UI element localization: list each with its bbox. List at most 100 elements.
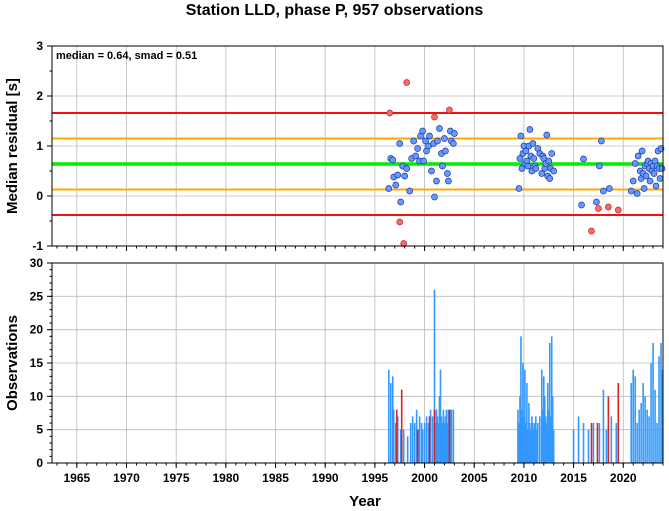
observations-y-tick-label: 0 xyxy=(36,456,43,470)
residual-point xyxy=(548,150,556,157)
stats-annotation: median = 0.64, smad = 0.51 xyxy=(56,50,197,62)
residual-point xyxy=(606,185,613,192)
residual-point xyxy=(394,171,402,179)
residual-point xyxy=(420,157,427,165)
residual-point xyxy=(596,162,603,170)
outlier-point xyxy=(446,106,453,114)
observations-grid xyxy=(52,262,663,464)
x-tick-label: 1975 xyxy=(163,471,190,485)
outlier-point xyxy=(595,205,602,212)
x-tick-label: 1970 xyxy=(113,471,140,485)
reference-lines xyxy=(52,112,663,216)
residual-y-tick-label: 3 xyxy=(36,39,43,53)
residual-point xyxy=(634,152,642,160)
residual-y-tick-label: 0 xyxy=(36,189,43,203)
residual-point xyxy=(431,193,438,201)
outlier-point xyxy=(588,227,595,235)
residual-point xyxy=(436,125,443,132)
outlier-point xyxy=(605,203,612,211)
residual-point xyxy=(543,131,551,139)
residual-point xyxy=(422,137,429,145)
residual-point xyxy=(412,152,419,160)
residual-point xyxy=(414,145,421,152)
residual-point xyxy=(658,165,666,172)
observations-y-tick-label: 25 xyxy=(30,289,44,303)
residual-point xyxy=(550,167,558,175)
residual-point xyxy=(397,198,405,206)
observations-y-tick-label: 20 xyxy=(30,323,44,337)
residual-point xyxy=(396,140,404,147)
observations-y-tick-label: 10 xyxy=(30,389,44,403)
residual-ylabel: Median residual [s] xyxy=(4,78,21,214)
residual-point xyxy=(580,155,587,163)
x-tick-label: 1980 xyxy=(213,471,240,485)
residual-point xyxy=(515,185,523,192)
observations-y-tick-label: 5 xyxy=(36,423,43,437)
x-tick-label: 2015 xyxy=(560,471,587,485)
residual-point xyxy=(522,147,530,155)
residual-point xyxy=(410,137,417,145)
residual-point xyxy=(406,187,414,195)
residual-point xyxy=(627,187,635,195)
residual-point xyxy=(545,157,553,165)
x-tick-label: 1995 xyxy=(362,471,389,485)
residual-point xyxy=(450,140,457,147)
residual-point xyxy=(538,170,546,177)
chart-title: Station LLD, phase P, 957 observations xyxy=(185,2,484,19)
residual-point xyxy=(629,177,637,185)
observations-y-tick-label: 30 xyxy=(30,256,44,270)
x-tick-label: 1965 xyxy=(63,471,90,485)
residual-point xyxy=(546,175,554,182)
residual-point xyxy=(445,177,452,185)
residual-point xyxy=(428,167,435,175)
residual-y-tick-label: -1 xyxy=(32,239,43,253)
x-tick-label: 1990 xyxy=(312,471,339,485)
x-tick-label: 2000 xyxy=(411,471,438,485)
residual-point xyxy=(419,127,426,135)
outlier-point xyxy=(614,206,622,214)
residual-point xyxy=(524,162,532,170)
observation-bars xyxy=(387,289,664,463)
residual-point xyxy=(441,135,448,142)
residual-point xyxy=(650,170,658,177)
x-tick-label: 2010 xyxy=(511,471,538,485)
residual-point xyxy=(403,165,411,172)
residual-point xyxy=(516,155,524,162)
residual-point xyxy=(600,187,607,195)
residual-point xyxy=(442,147,449,155)
x-tick-label: 2020 xyxy=(610,471,637,485)
observations-y-tick-label: 15 xyxy=(30,356,44,370)
residual-point xyxy=(656,175,664,182)
residual-y-tick-label: 1 xyxy=(36,139,43,153)
outlier-point xyxy=(431,113,438,121)
residual-point xyxy=(517,132,525,140)
residual-point xyxy=(532,165,540,172)
x-tick-label: 2005 xyxy=(461,471,488,485)
residual-point xyxy=(530,155,538,162)
residual-point xyxy=(385,185,393,192)
residual-y-tick-label: 2 xyxy=(36,89,43,103)
residual-point xyxy=(640,185,648,192)
outlier-point xyxy=(403,79,411,86)
residual-point xyxy=(434,137,441,145)
residual-point xyxy=(638,147,646,155)
observations-ylabel: Observations xyxy=(4,315,21,411)
residual-point xyxy=(518,165,526,172)
residual-point xyxy=(646,177,654,185)
residual-point xyxy=(598,137,605,145)
residual-point xyxy=(433,177,440,185)
outlier-point xyxy=(386,109,394,117)
residual-point xyxy=(389,156,397,164)
residual-point xyxy=(444,170,451,177)
residual-point xyxy=(578,201,585,209)
outlier-point xyxy=(396,218,404,226)
residual-point xyxy=(401,172,409,180)
x-tick-label: 1985 xyxy=(262,471,289,485)
residual-points xyxy=(385,79,666,247)
residual-point xyxy=(631,160,639,167)
residual-point xyxy=(633,190,641,197)
residual-point xyxy=(526,126,534,133)
x-axis-label: Year xyxy=(349,493,381,510)
